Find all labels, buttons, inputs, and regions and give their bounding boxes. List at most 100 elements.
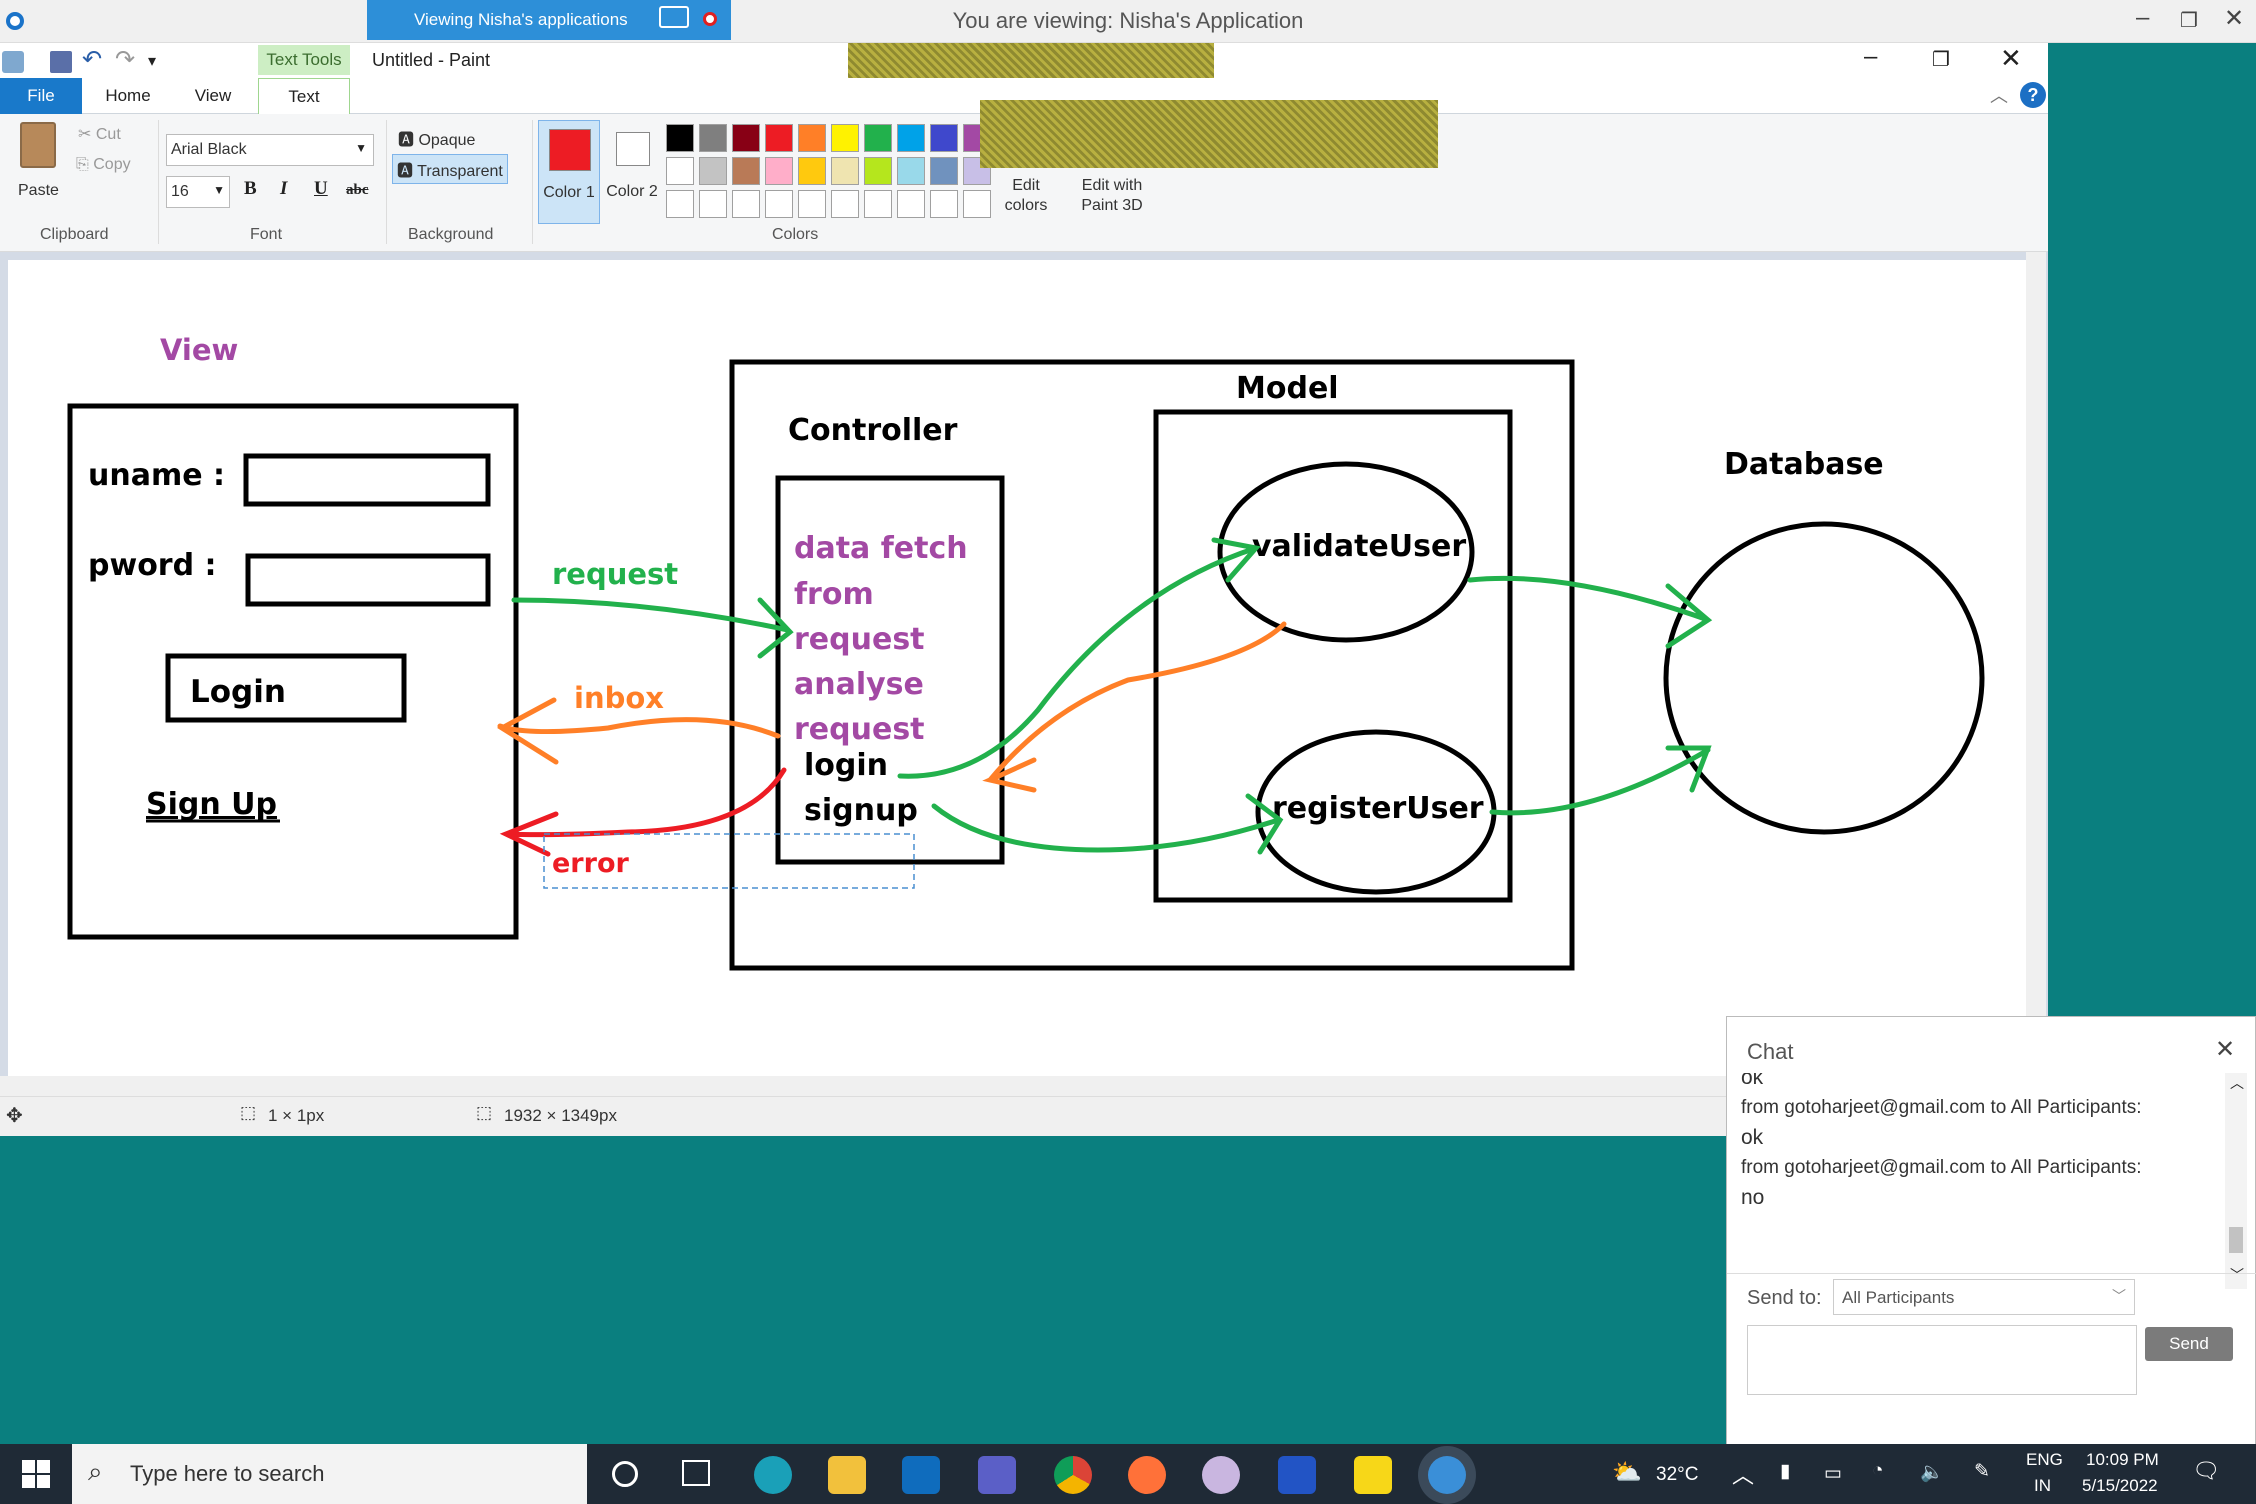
taskbar-search[interactable]: ⌕ Type here to search (72, 1444, 587, 1504)
color-swatch[interactable] (864, 190, 892, 218)
underline-button[interactable]: U (314, 178, 328, 199)
zoho-assist-icon[interactable] (1428, 1456, 1466, 1494)
color-swatch[interactable] (732, 190, 760, 218)
color-swatch[interactable] (864, 124, 892, 152)
paint-taskbar-icon[interactable] (1202, 1456, 1240, 1494)
outlook-icon[interactable] (902, 1456, 940, 1494)
color-swatch[interactable] (798, 124, 826, 152)
color-swatch[interactable] (963, 190, 991, 218)
chat-scrollbar[interactable]: ︿ ﹀ (2225, 1073, 2247, 1289)
edge-icon[interactable] (754, 1456, 792, 1494)
color-swatch[interactable] (732, 124, 760, 152)
color-swatch[interactable] (930, 157, 958, 185)
file-explorer-icon[interactable] (828, 1456, 866, 1494)
clock-time[interactable]: 10:09 PM (2086, 1450, 2159, 1469)
redo-icon[interactable]: ↷ (115, 46, 136, 73)
strikethrough-button[interactable]: abc (346, 182, 369, 198)
paint-maximize-icon[interactable]: ❐ (1932, 49, 1950, 71)
show-hidden-icons[interactable]: ︿ (1732, 1463, 1755, 1488)
collapse-ribbon-icon[interactable]: ︿ (1990, 86, 2008, 106)
tab-file[interactable]: File (0, 78, 82, 114)
transparent-button[interactable]: 🅰 Transparent (392, 154, 508, 184)
color-swatch[interactable] (765, 190, 793, 218)
color-swatch[interactable] (798, 190, 826, 218)
cortana-icon[interactable] (612, 1461, 638, 1487)
color-swatch[interactable] (831, 190, 859, 218)
error-text[interactable]: error (552, 848, 629, 879)
color-swatch[interactable] (666, 157, 694, 185)
vertical-scrollbar[interactable] (2026, 252, 2046, 1072)
edit-colors-button[interactable]: Edit colors (1004, 177, 1048, 214)
wifi-icon[interactable]: ◔ (1872, 1460, 1884, 1481)
tab-view[interactable]: View (194, 86, 232, 105)
text-edit-box[interactable] (543, 833, 915, 889)
help-icon[interactable]: ? (2020, 82, 2046, 108)
save-icon[interactable] (50, 51, 72, 73)
color-swatch[interactable] (930, 190, 958, 218)
task-view-icon[interactable] (682, 1460, 710, 1486)
lang-top[interactable]: ENG (2026, 1450, 2063, 1469)
cut-button[interactable]: ✂ Cut (78, 126, 121, 143)
scroll-thumb[interactable] (2229, 1227, 2243, 1253)
edit-paint3d-button[interactable]: Edit with Paint 3D (1081, 177, 1143, 214)
notification-icon[interactable]: 🗨 (2192, 1458, 2220, 1483)
close-icon[interactable]: ✕ (2224, 5, 2245, 32)
font-size-select[interactable]: 16 ▼ (166, 176, 230, 208)
send-to-select[interactable]: All Participants ﹀ (1833, 1279, 2135, 1315)
restore-icon[interactable]: ❐ (2180, 10, 2198, 32)
chat-message-input[interactable] (1747, 1325, 2137, 1395)
weather-temp[interactable]: 32°C (1656, 1464, 1699, 1485)
color-swatch[interactable] (765, 157, 793, 185)
sticky-notes-icon[interactable] (1354, 1456, 1392, 1494)
color-swatch[interactable] (831, 157, 859, 185)
tab-text[interactable]: Text (258, 78, 350, 114)
tab-home[interactable]: Home (105, 86, 151, 105)
color-swatch[interactable] (864, 157, 892, 185)
color2-button[interactable]: Color 2 (604, 120, 660, 224)
color-swatch[interactable] (699, 124, 727, 152)
color-swatch[interactable] (699, 190, 727, 218)
record-icon[interactable] (703, 12, 717, 26)
viewing-pill[interactable]: Viewing Nisha's applications (367, 0, 731, 40)
color-swatch[interactable] (897, 157, 925, 185)
pen-icon[interactable]: ✎ (1974, 1461, 1990, 1482)
windows-start-icon[interactable] (22, 1460, 50, 1488)
bold-button[interactable]: B (244, 178, 257, 199)
font-family-select[interactable]: Arial Black ▼ (166, 134, 374, 166)
color-swatch[interactable] (699, 157, 727, 185)
undo-icon[interactable]: ↶ (82, 46, 103, 73)
chat-close-icon[interactable]: ✕ (2215, 1036, 2236, 1063)
scroll-down-icon[interactable]: ﹀ (2230, 1267, 2244, 1283)
horizontal-scrollbar[interactable] (0, 1076, 2026, 1096)
battery-icon[interactable]: ▭ (1824, 1463, 1842, 1484)
opaque-button[interactable]: 🅰 Opaque (398, 132, 476, 149)
paint-close-icon[interactable]: ✕ (2000, 43, 2022, 73)
volume-icon[interactable]: 🔈 (1920, 1462, 1944, 1483)
color-swatch[interactable] (666, 124, 694, 152)
drawing-canvas[interactable]: View uname : pword : Login Sign Up Contr… (8, 260, 2026, 1076)
color-swatch[interactable] (897, 124, 925, 152)
color-swatch[interactable] (666, 190, 694, 218)
clock-date[interactable]: 5/15/2022 (2082, 1476, 2158, 1495)
color-swatch[interactable] (798, 157, 826, 185)
paint-minimize-icon[interactable]: – (1864, 43, 1878, 70)
lang-bottom[interactable]: IN (2034, 1476, 2051, 1495)
firefox-icon[interactable] (1128, 1456, 1166, 1494)
color-swatch[interactable] (765, 124, 793, 152)
teams-icon[interactable] (978, 1456, 1016, 1494)
color1-button[interactable]: Color 1 (538, 120, 600, 224)
copy-button[interactable]: ⎘ Copy (76, 156, 131, 173)
whiteboard-icon[interactable] (1278, 1456, 1316, 1494)
italic-button[interactable]: I (280, 178, 288, 199)
chrome-icon[interactable] (1054, 1456, 1092, 1494)
weather-icon[interactable]: ⛅ (1612, 1459, 1642, 1486)
qat-dropdown-icon[interactable]: ▾ (148, 53, 157, 70)
screen-share-icon[interactable] (659, 6, 689, 28)
color-swatch[interactable] (732, 157, 760, 185)
scroll-up-icon[interactable]: ︿ (2230, 1075, 2244, 1091)
color-swatch[interactable] (831, 124, 859, 152)
minimize-icon[interactable]: – (2136, 4, 2150, 31)
color-swatch[interactable] (897, 190, 925, 218)
color-swatch[interactable] (930, 124, 958, 152)
paste-button[interactable]: Paste (12, 120, 68, 210)
